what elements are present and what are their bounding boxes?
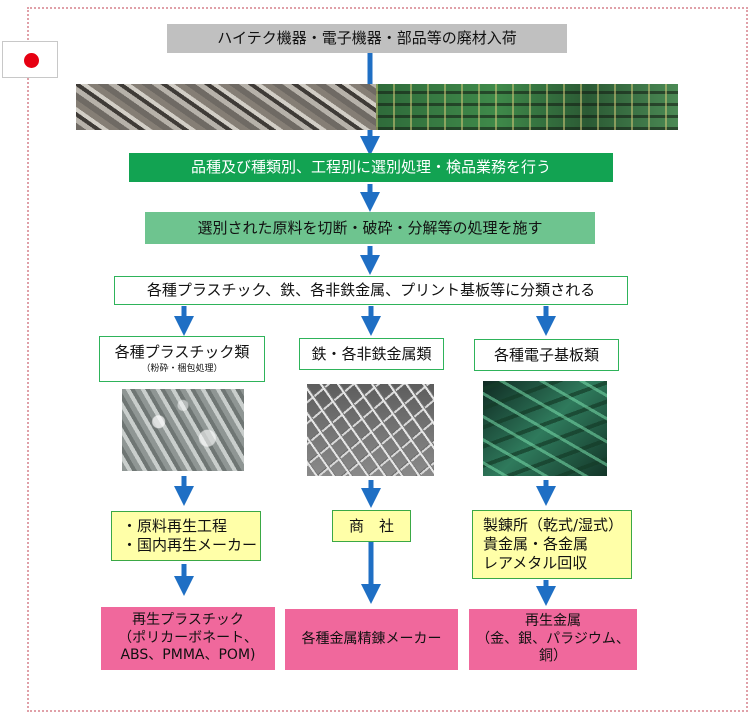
metal-result-label: 各種金属精錬メーカー xyxy=(301,630,442,647)
plastic-category-title: 各種プラスチック類 xyxy=(114,343,250,361)
circuit-board-scrap-photo xyxy=(376,84,678,130)
plastic-flakes-photo xyxy=(122,389,244,471)
flag-sun xyxy=(24,53,39,68)
diagram-frame xyxy=(27,7,748,712)
japan-flag-icon xyxy=(2,41,58,78)
plastic-result-line-1: 再生プラスチック xyxy=(132,612,244,629)
board-category-title: 各種電子基板類 xyxy=(493,345,599,364)
electronic-boards-photo xyxy=(483,381,607,476)
metal-rods-photo xyxy=(307,384,434,476)
plastic-process-line-2: ・国内再生メーカー xyxy=(122,536,258,554)
board-result-line-1: 再生金属 xyxy=(525,613,581,630)
plastic-result-line-3: ABS、PMMA、POM) xyxy=(120,647,256,664)
board-process-line-3: レアメタル回収 xyxy=(483,553,588,572)
sorting-step-box: 品種及び種類別、工程別に選別処理・検品業務を行う xyxy=(129,153,613,182)
board-process-line-1: 製錬所（乾式/湿式） xyxy=(483,516,624,535)
metal-result-box: 各種金属精錬メーカー xyxy=(285,609,458,670)
metal-process-label: 商 社 xyxy=(348,516,394,535)
board-process-line-2: 貴金属・各金属 xyxy=(483,535,589,554)
metal-category-title: 鉄・各非鉄金属類 xyxy=(311,344,432,363)
metal-process-box: 商 社 xyxy=(332,510,411,542)
plastic-result-box: 再生プラスチック （ポリカーボネート、 ABS、PMMA、POM) xyxy=(101,607,275,670)
intake-label: ハイテク機器・電子機器・部品等の廃材入荷 xyxy=(217,29,517,48)
plastic-category-subtitle: （粉砕・梱包処理） xyxy=(141,363,223,374)
board-result-line-2: （金、銀、パラジウム、銅） xyxy=(476,630,630,665)
classification-label: 各種プラスチック、鉄、各非鉄金属、プリント基板等に分類される xyxy=(146,281,596,300)
board-result-box: 再生金属 （金、銀、パラジウム、銅） xyxy=(469,609,637,670)
plastic-result-line-2: （ポリカーボネート、 xyxy=(118,629,258,646)
plastic-process-box: ・原料再生工程 ・国内再生メーカー xyxy=(111,511,261,561)
intake-box: ハイテク機器・電子機器・部品等の廃材入荷 xyxy=(167,24,567,53)
processing-step-box: 選別された原料を切断・破砕・分解等の処理を施す xyxy=(145,212,595,244)
metal-category-box: 鉄・各非鉄金属類 xyxy=(299,338,444,370)
processing-step-label: 選別された原料を切断・破砕・分解等の処理を施す xyxy=(197,218,543,237)
board-process-box: 製錬所（乾式/湿式） 貴金属・各金属 レアメタル回収 xyxy=(472,510,632,579)
classification-box: 各種プラスチック、鉄、各非鉄金属、プリント基板等に分類される xyxy=(114,276,628,305)
board-category-box: 各種電子基板類 xyxy=(474,339,619,371)
sorting-step-label: 品種及び種類別、工程別に選別処理・検品業務を行う xyxy=(190,158,551,177)
scrap-metal-photo xyxy=(76,84,376,130)
plastic-category-box: 各種プラスチック類 （粉砕・梱包処理） xyxy=(99,336,265,382)
plastic-process-line-1: ・原料再生工程 xyxy=(122,517,228,536)
